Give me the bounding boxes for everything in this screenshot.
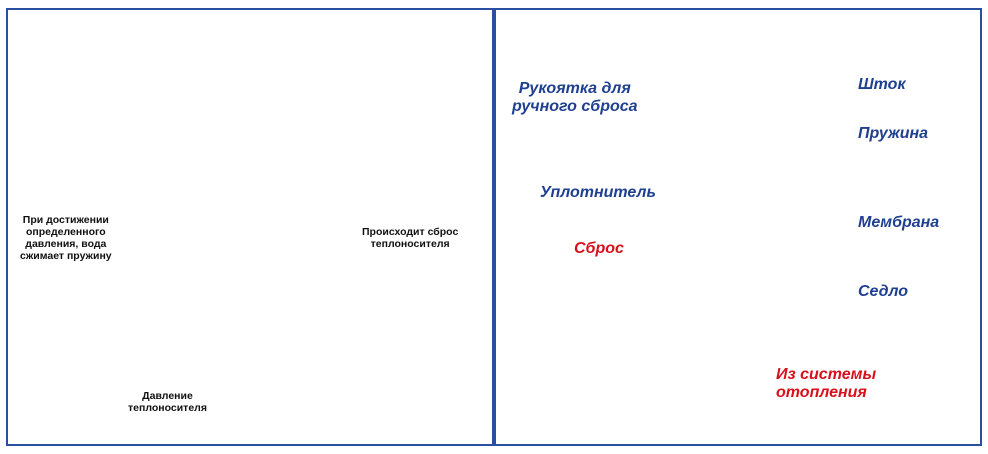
label-spring: Пружина <box>858 125 928 143</box>
label-line: давления, вода <box>20 238 112 250</box>
label-seat: Седло <box>858 283 908 301</box>
label-discharge-right: Сброс <box>574 240 624 258</box>
label-spring-compress: При достижении определенного давления, в… <box>20 214 112 262</box>
label-pressure: Давление теплоносителя <box>128 390 207 414</box>
label-handle: Рукоятка для ручного сброса <box>512 80 638 116</box>
label-line: При достижении <box>20 214 112 226</box>
label-line: сжимает пружину <box>20 250 112 262</box>
label-line: теплоносителя <box>128 402 207 414</box>
label-discharge-left: Происходит сброс теплоносителя <box>362 226 458 250</box>
label-line: определенного <box>20 226 112 238</box>
label-line: ручного сброса <box>512 98 638 116</box>
label-line: теплоносителя <box>362 238 458 250</box>
label-line: отопления <box>776 384 876 402</box>
label-membrane: Мембрана <box>858 214 939 232</box>
label-from-system: Из системы отопления <box>776 366 876 402</box>
label-seal: Уплотнитель <box>540 184 656 202</box>
label-stem: Шток <box>858 76 906 94</box>
label-line: Давление <box>128 390 207 402</box>
label-line: Рукоятка для <box>512 80 638 98</box>
label-line: Происходит сброс <box>362 226 458 238</box>
label-line: Из системы <box>776 366 876 384</box>
